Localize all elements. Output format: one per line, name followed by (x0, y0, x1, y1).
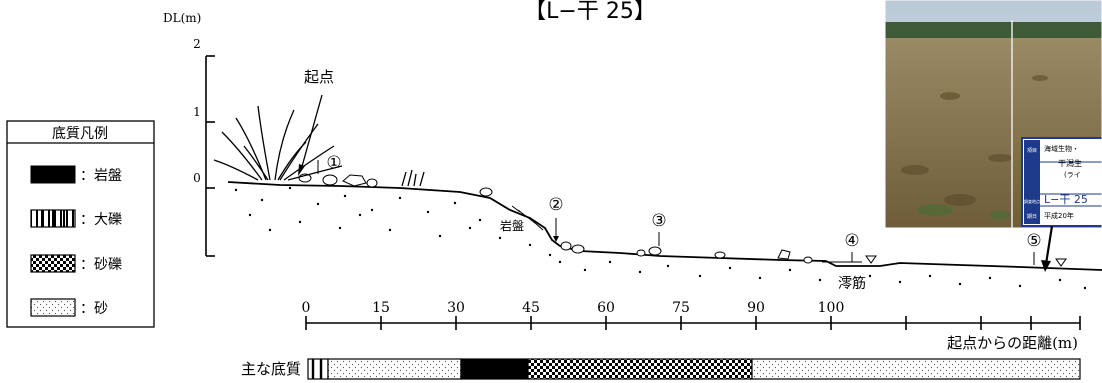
signboard-row-value: (ライ (1064, 171, 1081, 179)
bedrock-label: 岩盤 (500, 218, 524, 233)
substrate-segment-sandy-gravel (527, 358, 753, 380)
channel-label: 澪筋 (838, 275, 866, 292)
photo-pointer-arrow (1044, 225, 1054, 265)
photo-signboard: 項目 海域生物・ 干潟生 (ライ 調査地点 L−干 25 期日 平成20年 (1021, 137, 1102, 227)
point-marker-4: ④ (844, 231, 859, 251)
distance-axis-label: 起点からの距離(m) (947, 334, 1078, 352)
signboard-row-head: 項目 (1027, 148, 1037, 154)
legend-title: 底質凡例 (52, 126, 108, 142)
point-marker-2: ② (548, 195, 563, 215)
distance-tick-0: 0 (302, 300, 311, 316)
signboard-row-value: 海域生物・ (1044, 144, 1079, 153)
legend-swatch-sandy-gravel (30, 254, 76, 273)
vertical-tick-1: 1 (193, 105, 201, 119)
legend-label-large-gravel: ：大礫 (80, 212, 122, 228)
distance-tick-100: 100 (818, 300, 845, 316)
distance-tick-75: 75 (672, 300, 690, 316)
vertical-tick-2: 2 (193, 37, 201, 51)
legend-swatch-sand (30, 298, 76, 317)
vertical-tick-0: 0 (193, 171, 201, 185)
sediment-dots (234, 186, 1087, 290)
signboard-row-head: 調査地点 (1024, 198, 1040, 204)
legend-label-bedrock: ：岩盤 (80, 168, 122, 184)
site-photo: 項目 海域生物・ 干潟生 (ライ 調査地点 L−干 25 期日 平成20年 (885, 0, 1102, 228)
substrate-legend: 底質凡例 ：岩盤 ：大礫 ：砂礫 ：砂 (6, 120, 155, 328)
substrate-bar: 主な底質 (241, 358, 1081, 380)
distance-tick-15: 15 (372, 300, 390, 316)
signboard-row-value: L−干 25 (1044, 193, 1088, 206)
signboard-row-value: 干潟生 (1058, 158, 1082, 168)
vertical-axis-label: DL(m) (163, 11, 201, 25)
distance-tick-45: 45 (522, 300, 540, 316)
legend-swatch-bedrock (30, 165, 76, 184)
distance-tick-90: 90 (747, 300, 765, 316)
distance-axis: 0 15 30 45 60 75 90 100 起点からの距離(m) (302, 300, 1081, 352)
diagram-title: 【L−干 25】 (524, 0, 656, 24)
start-point-label: 起点 (304, 68, 334, 86)
point-marker-3: ③ (651, 211, 666, 231)
water-level-marker (865, 255, 877, 264)
substrate-segment-bedrock (460, 358, 529, 380)
gravel-stones (298, 173, 813, 264)
water-level-marker (1055, 258, 1067, 267)
beach-grass-illustration (213, 105, 425, 187)
signboard-row-head: 期日 (1027, 214, 1037, 220)
substrate-segment-large-gravel (307, 358, 329, 380)
point-marker-5: ⑤ (1026, 231, 1041, 251)
signboard-row-value: 平成20年 (1044, 211, 1074, 220)
distance-tick-60: 60 (597, 300, 615, 316)
substrate-bar-label: 主な底質 (241, 360, 301, 378)
legend-label-sandy-gravel: ：砂礫 (80, 257, 122, 273)
legend-label-sand: ：砂 (80, 301, 108, 317)
substrate-segment-sand (751, 358, 1081, 380)
substrate-segment-sand (327, 358, 462, 380)
vertical-axis: DL(m) 2 1 0 (163, 11, 215, 257)
point-marker-1: ① (326, 153, 341, 173)
bedrock-hatch (511, 205, 544, 231)
distance-tick-30: 30 (447, 300, 465, 316)
point-markers: ① ② ③ ④ ⑤ (317, 153, 1042, 265)
